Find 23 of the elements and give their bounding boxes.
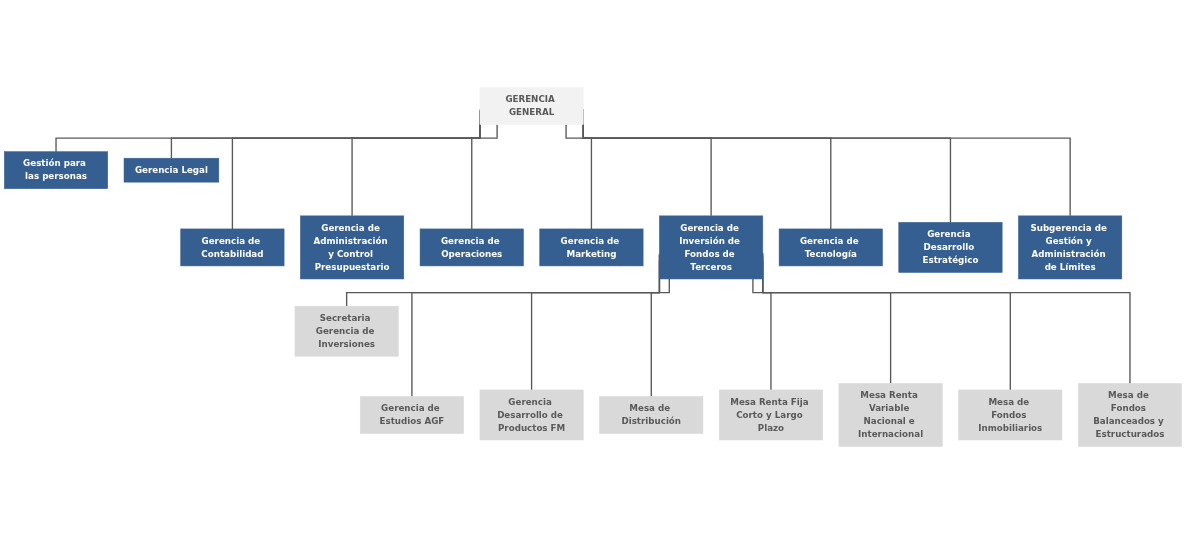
node-box: Subgerencia de Gestión y Administración de Límites <box>1018 215 1123 280</box>
node-box: GERENCIA GENERAL <box>479 87 584 125</box>
node-box: Gerencia Desarrollo Estratégico <box>898 222 1003 273</box>
node-box: Mesa Renta Fija Corto y Largo Plazo <box>719 389 823 441</box>
node-box: Gerencia de Tecnología <box>778 228 883 267</box>
node-box: Mesa de Fondos Balanceados y Estructurados <box>1078 383 1182 447</box>
node-box: Mesa de Distribución <box>599 396 704 434</box>
node-box: Gerencia de Administración y Control Presupuestario <box>300 215 405 280</box>
node-box: Gerencia Legal <box>123 157 220 183</box>
connector <box>752 278 772 391</box>
node-box: Gerencia de Inversión de Fondos de Terceros <box>659 215 764 280</box>
node-box: Gerencia de Contabilidad <box>180 228 285 267</box>
node-box: Gerencia de Estudios AGF <box>359 396 464 434</box>
node-box: Gerencia de Operaciones <box>419 228 524 267</box>
connector <box>471 123 498 230</box>
node-box: Gestión para las personas <box>4 151 108 189</box>
node-box: Mesa de Fondos Inmobiliarios <box>958 389 1063 441</box>
node-box: Mesa Renta Variable Nacional e Internacional <box>838 383 943 447</box>
node-box: Gerencia Desarrollo de Productos FM <box>479 389 584 441</box>
connector <box>650 278 670 398</box>
node-box: Secretaria Gerencia de Inversiones <box>294 305 399 357</box>
connector <box>565 123 593 230</box>
node-box: Gerencia de Marketing <box>539 228 644 267</box>
